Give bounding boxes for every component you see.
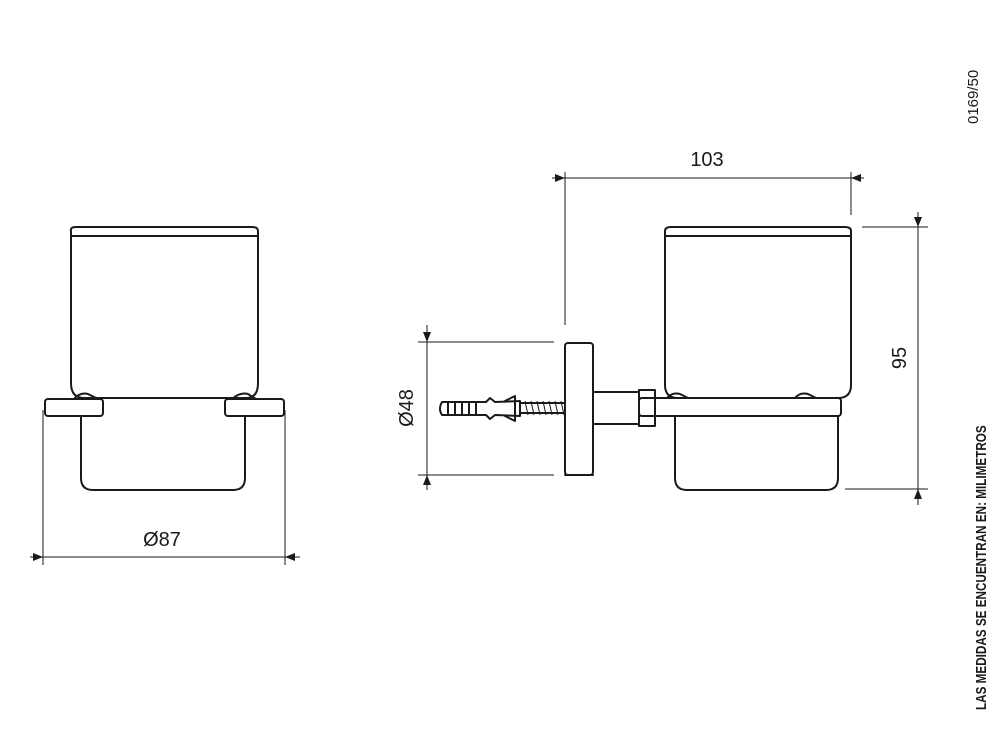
base-arrow-top xyxy=(423,332,431,342)
front-arrow-right xyxy=(285,553,295,561)
front-glass-cup xyxy=(69,226,259,399)
document-code: 0169/50 xyxy=(965,69,982,124)
units-note: LAS MEDIDAS SE ENCUENTRAN EN: MILIMETROS xyxy=(973,425,990,710)
side-glass-cup xyxy=(664,226,852,399)
width-arrow-left xyxy=(555,174,565,182)
holder-arm xyxy=(592,391,640,425)
side-view: Ø48 103 95 xyxy=(396,149,928,505)
side-clip-right xyxy=(794,392,817,399)
side-clip-left xyxy=(666,392,689,399)
base-diameter-label: Ø48 xyxy=(396,389,418,427)
front-clip-left xyxy=(73,392,99,400)
screw xyxy=(519,400,566,416)
height-label: 95 xyxy=(889,347,911,369)
front-view: Ø87 xyxy=(30,226,300,565)
front-ring-right xyxy=(224,398,285,417)
front-diameter-label: Ø87 xyxy=(143,529,181,551)
base-arrow-bottom xyxy=(423,475,431,485)
front-ring-left xyxy=(44,398,104,417)
front-arrow-left xyxy=(33,553,43,561)
wall-base-plate xyxy=(564,342,594,476)
height-arrow-top xyxy=(914,217,922,227)
front-clip-right xyxy=(231,392,257,400)
side-holder-ring xyxy=(638,397,842,417)
width-label: 103 xyxy=(690,149,723,171)
front-lower-holder xyxy=(80,415,246,491)
arm-collar xyxy=(638,389,656,427)
height-arrow-bottom xyxy=(914,489,922,499)
width-arrow-right xyxy=(851,174,861,182)
side-lower-holder xyxy=(674,415,839,491)
wall-plug xyxy=(439,395,521,422)
